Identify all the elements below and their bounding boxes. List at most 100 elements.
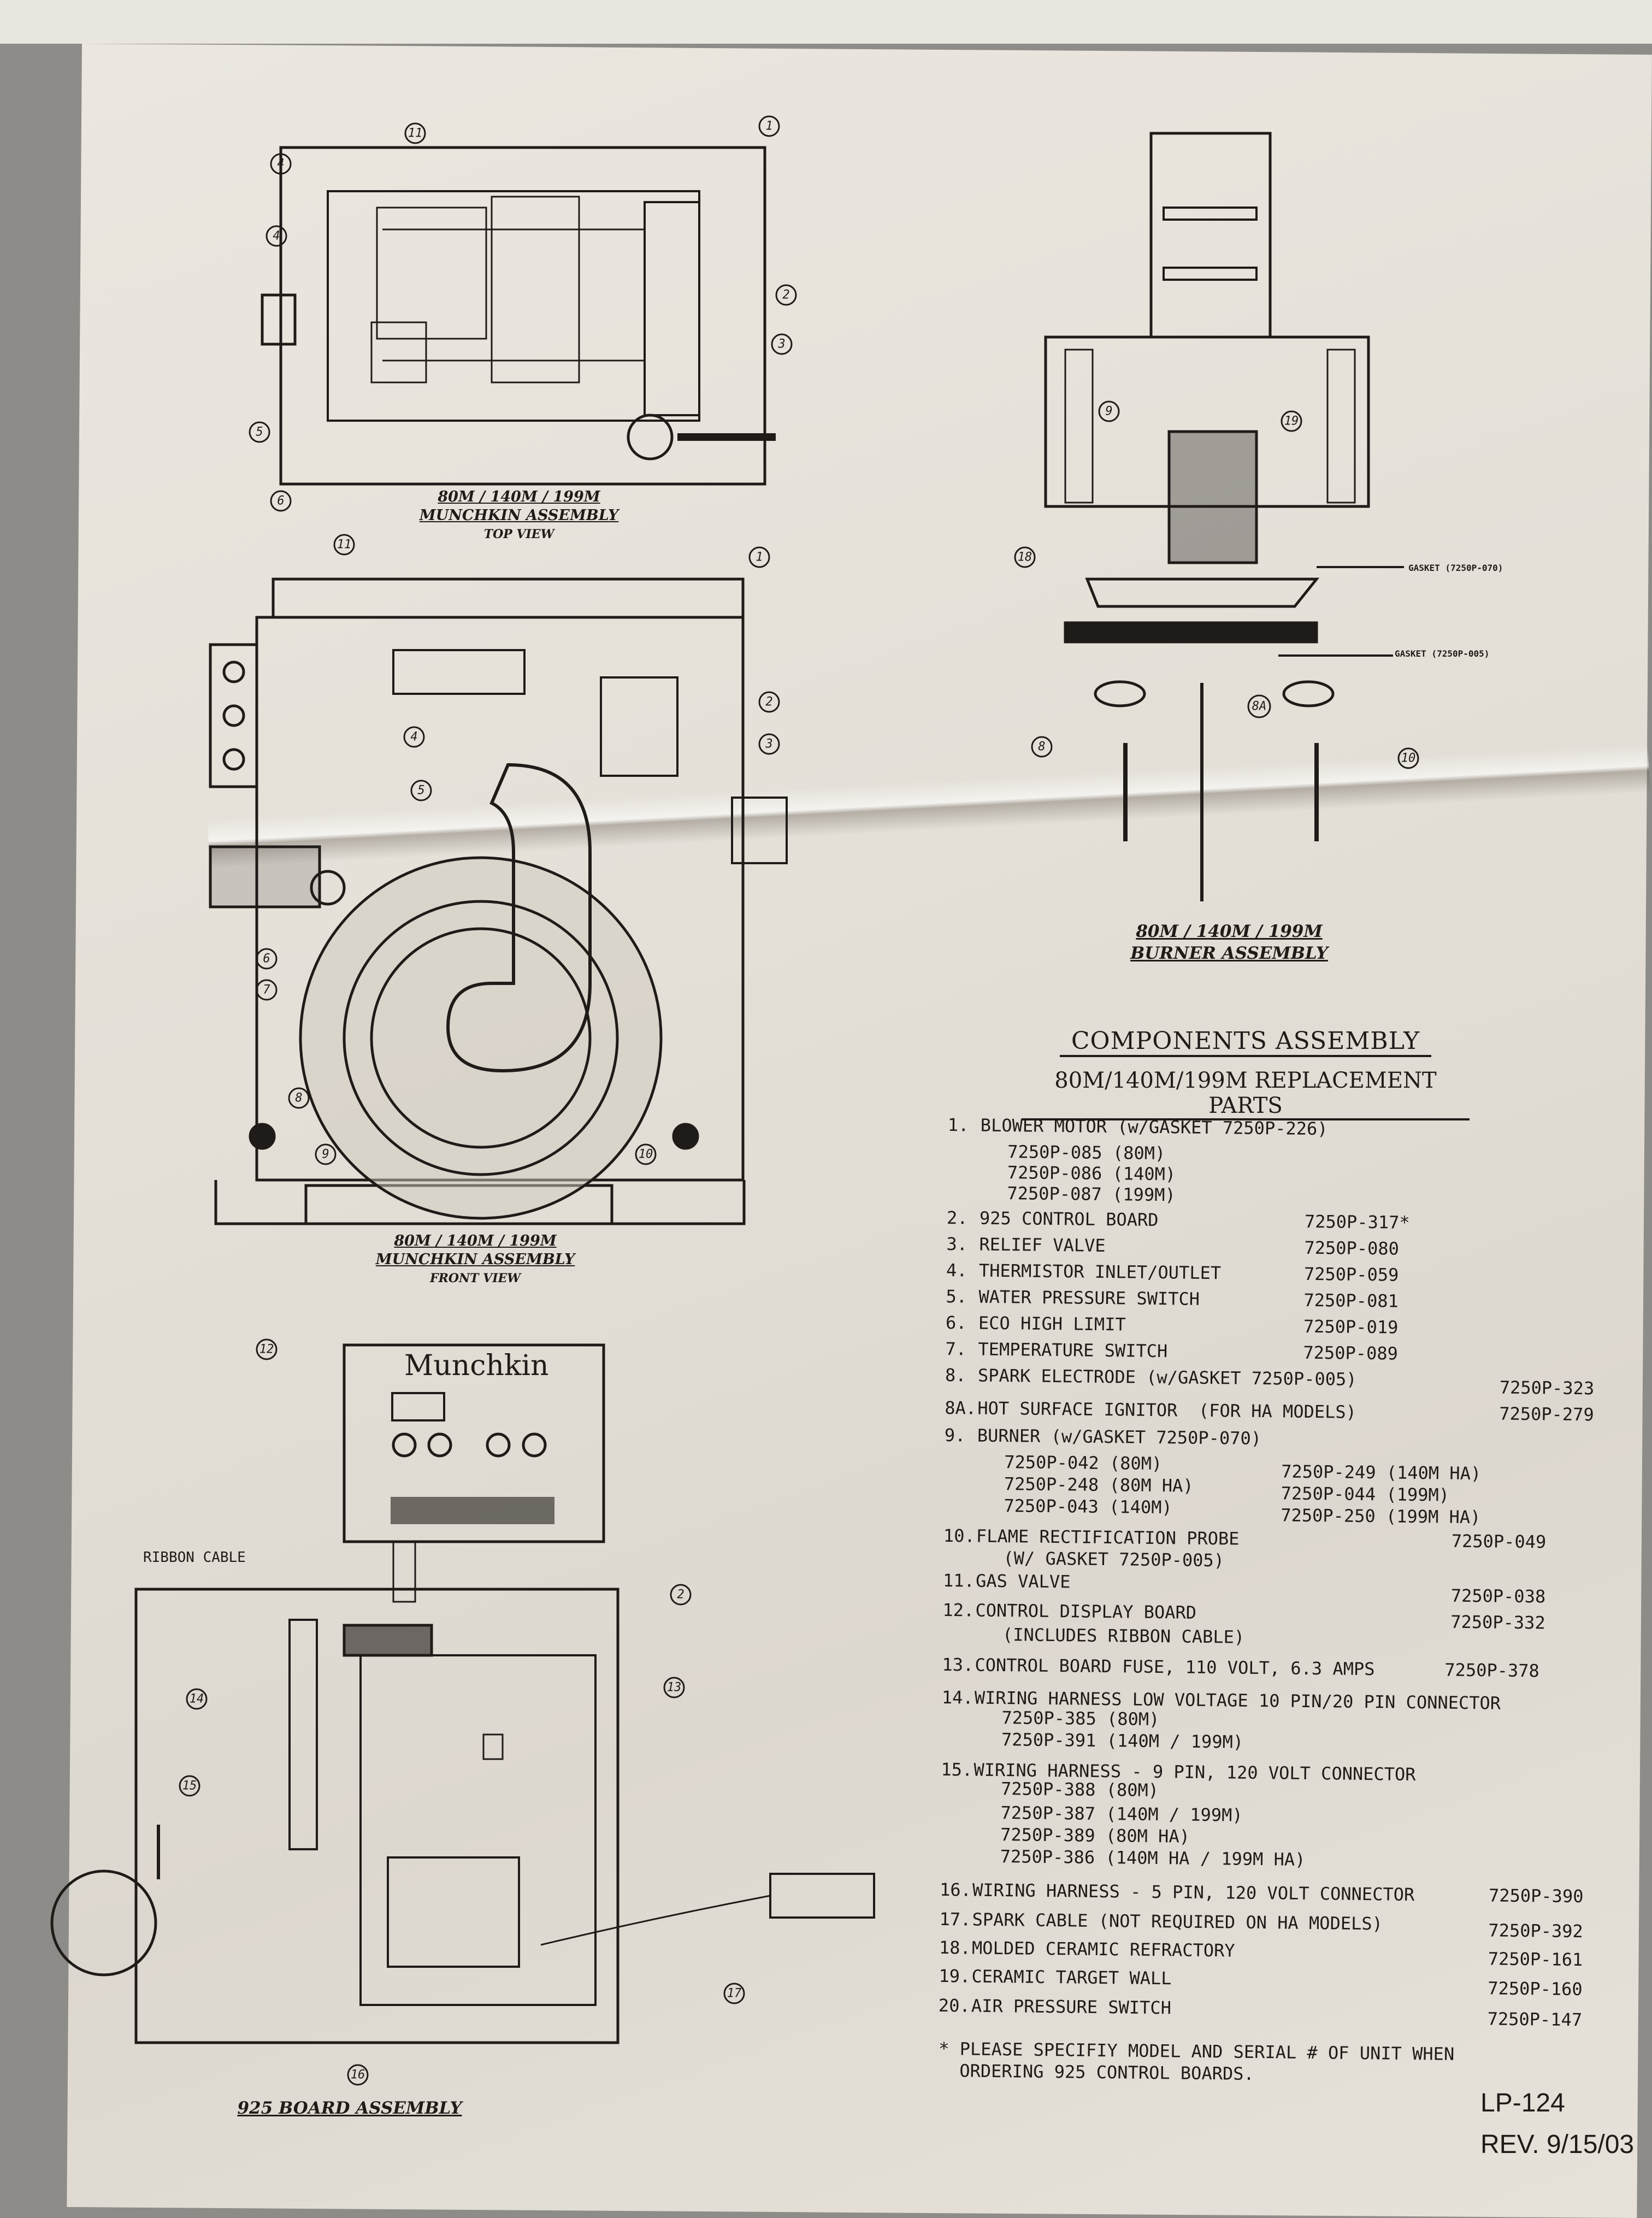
svg-text:4: 4	[277, 157, 284, 171]
item-variant: 7250P-385 (80M)	[1001, 1707, 1160, 1730]
svg-text:6: 6	[263, 952, 270, 966]
callout-15: 15	[179, 1775, 200, 1797]
item-number: 6.	[945, 1312, 967, 1334]
item-number: 3.	[946, 1233, 968, 1255]
item-variant: 7250P-391 (140M / 199M)	[1001, 1729, 1244, 1753]
gasket-label-070: GASKET (7250P-070)	[1408, 563, 1503, 573]
part-number: 7250P-019	[1303, 1316, 1399, 1338]
item-variant: 7250P-043 (140M)	[1004, 1495, 1172, 1518]
item-variant: 7250P-248 (80M HA)	[1004, 1473, 1194, 1496]
svg-text:19: 19	[1284, 415, 1299, 428]
item-variant: 7250P-389 (80M HA)	[1000, 1824, 1190, 1847]
callout-11: 11	[404, 122, 426, 144]
part-number: 7250P-392	[1488, 1920, 1583, 1942]
item-name: BLOWER MOTOR (w/GASKET 7250P-226)	[980, 1114, 1328, 1140]
item-name: 925 CONTROL BOARD	[979, 1207, 1159, 1231]
item-note: (INCLUDES RIBBON CABLE)	[1002, 1624, 1245, 1648]
caption-models: 80M / 140M / 199M	[438, 488, 600, 505]
components-title: COMPONENTS ASSEMBLY	[1060, 1027, 1431, 1057]
item-name: BURNER (w/GASKET 7250P-070)	[977, 1425, 1262, 1449]
front-view-callouts: 11 1 2 3 4 5 6 7 8 9 10	[256, 534, 780, 1165]
caption-assembly: MUNCHKIN ASSEMBLY	[375, 1251, 575, 1268]
svg-text:16: 16	[351, 2068, 365, 2082]
svg-text:1: 1	[756, 551, 763, 564]
item-variant: 7250P-386 (140M HA / 199M HA)	[1000, 1846, 1306, 1870]
part-number: 7250P-317*	[1304, 1211, 1410, 1233]
item-number: 10.	[943, 1525, 975, 1547]
components-subtitle: 80M/140M/199M REPLACEMENT PARTS	[1022, 1068, 1470, 1120]
svg-text:4: 4	[273, 229, 280, 243]
item-name: MOLDED CERAMIC REFRACTORY	[971, 1937, 1235, 1961]
part-number: 7250P-049	[1451, 1530, 1547, 1553]
item-number: 18.	[939, 1937, 971, 1959]
svg-text:8A: 8A	[1252, 700, 1267, 713]
svg-text:9: 9	[322, 1148, 329, 1161]
callout-9: 9	[1098, 400, 1120, 422]
ribbon-cable-label: RIBBON CABLE	[143, 1549, 246, 1566]
item-name: TEMPERATURE SWITCH	[978, 1338, 1168, 1362]
callout-2: 2	[758, 691, 780, 713]
item-variant: 7250P-250 (199M HA)	[1281, 1505, 1481, 1528]
caption-assembly: BURNER ASSEMBLY	[1130, 943, 1328, 963]
svg-text:2: 2	[677, 1588, 684, 1602]
item-number: 15.	[941, 1759, 973, 1780]
svg-text:7: 7	[263, 983, 270, 997]
svg-text:3: 3	[777, 338, 785, 351]
part-number: 7250P-390	[1488, 1885, 1584, 1907]
svg-text:15: 15	[182, 1779, 197, 1793]
item-name: SPARK ELECTRODE (w/GASKET 7250P-005)	[977, 1365, 1357, 1390]
svg-text:13: 13	[667, 1681, 682, 1695]
callout-5: 5	[249, 421, 270, 443]
item-variant: 7250P-087 (199M)	[1007, 1183, 1176, 1206]
item-number: 1.	[947, 1114, 969, 1136]
item-variant: 7250P-085 (80M)	[1007, 1141, 1166, 1164]
part-number: 7250P-323	[1499, 1377, 1595, 1399]
svg-text:5: 5	[256, 426, 263, 439]
part-number: 7250P-279	[1499, 1403, 1594, 1425]
callout-7: 7	[256, 979, 278, 1001]
item-name: CONTROL DISPLAY BOARD	[975, 1600, 1197, 1623]
item-variant: 7250P-042 (80M)	[1004, 1452, 1163, 1474]
svg-text:11: 11	[408, 127, 423, 140]
item-name: HOT SURFACE IGNITOR (FOR HA MODELS)	[977, 1397, 1357, 1423]
callout-4b: 4	[266, 225, 287, 247]
svg-text:14: 14	[190, 1692, 204, 1706]
item-number: 5.	[946, 1285, 967, 1307]
item-number: 7.	[945, 1338, 967, 1360]
svg-text:4: 4	[410, 730, 417, 744]
callout-1: 1	[758, 115, 780, 137]
part-number: 7250P-378	[1444, 1659, 1539, 1682]
svg-text:8: 8	[1038, 740, 1045, 754]
item-name: FLAME RECTIFICATION PROBE	[976, 1525, 1240, 1549]
board-assembly-diagram	[50, 1343, 875, 2044]
svg-text:5: 5	[417, 784, 424, 798]
item-name: CERAMIC TARGET WALL	[971, 1966, 1172, 1989]
svg-text:9: 9	[1105, 405, 1112, 418]
part-number: 7250P-081	[1303, 1289, 1399, 1312]
item-number: 8.	[945, 1364, 966, 1386]
item-number: 11.	[942, 1570, 975, 1591]
item-name: RELIEF VALVE	[979, 1234, 1106, 1257]
callout-6: 6	[256, 948, 278, 970]
ordering-note: * PLEASE SPECIFIY MODEL AND SERIAL # OF …	[939, 2038, 1455, 2087]
part-number: 7250P-059	[1303, 1263, 1399, 1285]
item-name: AIR PRESSURE SWITCH	[971, 1995, 1172, 2019]
gasket-label-005: GASKET (7250P-005)	[1395, 648, 1490, 659]
callout-8a: 8A	[1247, 694, 1271, 718]
callout-18: 18	[1014, 546, 1036, 568]
callout-11: 11	[333, 534, 355, 556]
callout-17: 17	[723, 1983, 745, 2004]
item-number: 8A.	[945, 1397, 977, 1419]
callout-8: 8	[288, 1087, 310, 1109]
callout-4: 4	[270, 153, 292, 175]
callout-13: 13	[663, 1677, 685, 1698]
item-variant: 7250P-086 (140M)	[1007, 1162, 1176, 1185]
top-view-callouts: 11 1 4 4 2 3 5 6	[249, 115, 797, 512]
item-name: GAS VALVE	[975, 1570, 1071, 1592]
svg-text:6: 6	[277, 494, 284, 508]
svg-text:2: 2	[765, 695, 772, 709]
callout-14: 14	[186, 1688, 208, 1710]
svg-text:17: 17	[727, 1987, 742, 2001]
part-number: 7250P-038	[1450, 1585, 1546, 1607]
part-number: 7250P-080	[1304, 1237, 1400, 1259]
